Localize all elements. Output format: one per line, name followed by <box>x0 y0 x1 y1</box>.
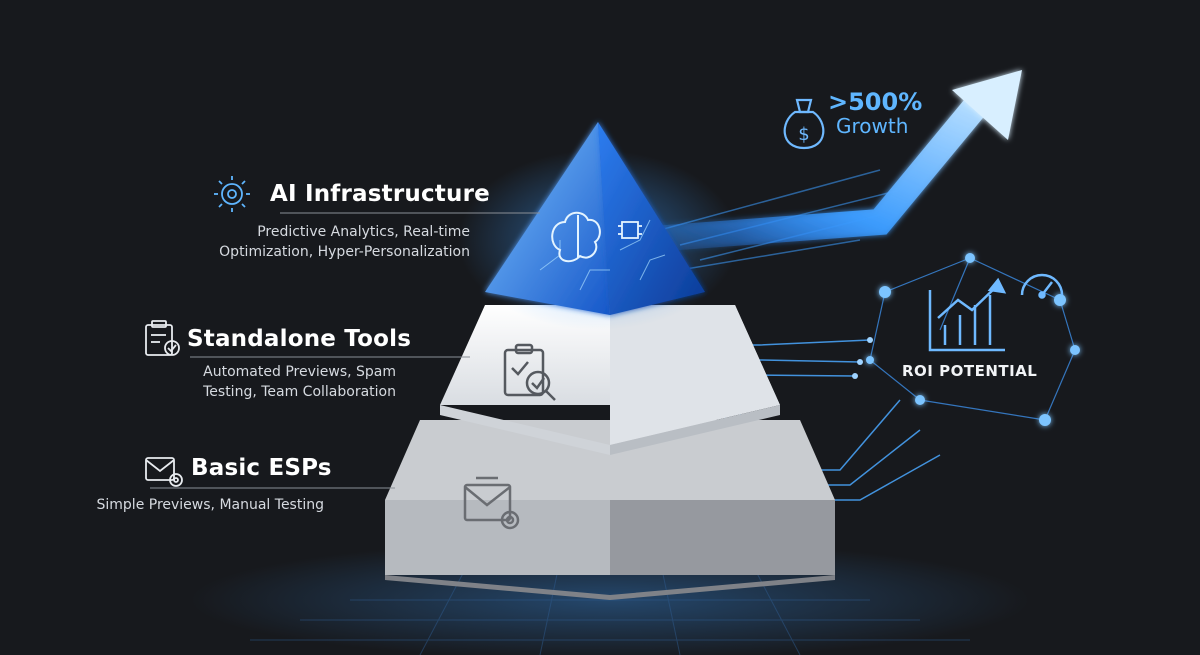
svg-text:$: $ <box>798 124 809 145</box>
ai-chip-icon-pyramid <box>618 221 642 239</box>
roi-network <box>869 257 1076 421</box>
envelope-gear-icon <box>463 476 520 530</box>
bar-chart-icon <box>928 277 1007 352</box>
growth-percent: >500% <box>828 88 923 116</box>
tier-title-ai-infrastructure: AI Infrastructure <box>270 181 490 207</box>
roi-potential-label: ROI POTENTIAL <box>902 362 1038 380</box>
tier-desc-standalone-tools: Automated Previews, Spam Testing, Team C… <box>203 362 396 402</box>
growth-label: Growth <box>836 114 909 138</box>
envelope-gear-icon-label <box>145 457 183 487</box>
clipboard-check-icon-label <box>145 320 180 356</box>
roi-network-nodes <box>866 253 1080 426</box>
tier-desc-line: Optimization, Hyper-Personalization <box>219 244 470 260</box>
tier-desc-line: Testing, Team Collaboration <box>203 384 396 400</box>
tier-desc-basic-esps: Simple Previews, Manual Testing <box>96 497 325 513</box>
gauge-icon <box>1020 273 1064 299</box>
brain-icon <box>551 211 601 263</box>
leader-lines <box>150 212 540 489</box>
tier-desc-line: Automated Previews, Spam <box>203 364 396 380</box>
tier-desc-line: Predictive Analytics, Real-time <box>257 224 470 240</box>
tier-desc-ai-infrastructure: Predictive Analytics, Real-time Optimiza… <box>219 222 470 262</box>
ai-chip-icon <box>214 176 250 212</box>
tier-standalone-tools <box>440 305 780 455</box>
money-bag-icon: $ <box>783 98 825 150</box>
tier-title-standalone-tools: Standalone Tools <box>187 326 412 352</box>
tier-title-basic-esps: Basic ESPs <box>191 455 332 481</box>
clipboard-check-icon <box>503 343 556 401</box>
